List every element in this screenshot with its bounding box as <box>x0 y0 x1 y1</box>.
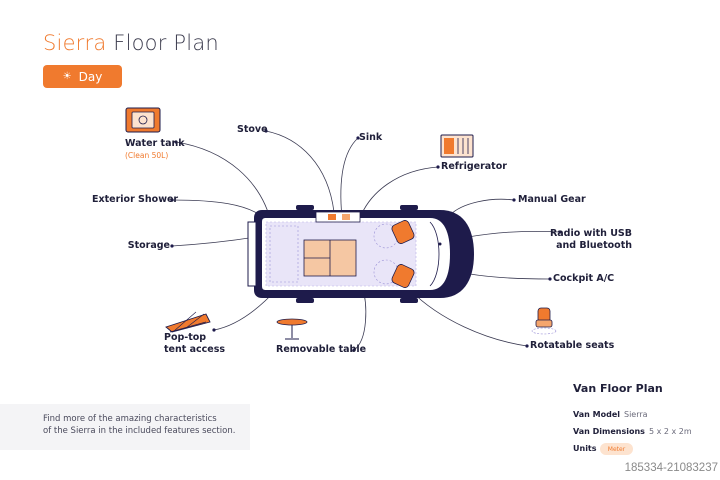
leader-cockpit-ac <box>469 273 551 280</box>
label-stove: Stove <box>237 124 268 135</box>
storage-area <box>269 225 299 283</box>
label-cockpit-ac: Cockpit A/C <box>553 273 615 284</box>
leader-sink <box>340 137 359 219</box>
info-line1: Find more of the amazing characteristics <box>43 414 217 424</box>
day-mode-label: Day <box>78 69 103 84</box>
specs-title: Van Floor Plan <box>573 382 663 395</box>
leader-rotatable-seats <box>409 289 528 347</box>
leader-radio <box>467 230 561 238</box>
leader-dots <box>170 129 562 352</box>
leader-manual-gear <box>449 198 515 216</box>
features-info-box: Find more of the amazing characteristics… <box>0 404 250 450</box>
removable-table-icon <box>276 318 308 340</box>
spec-dimensions-label: Van Dimensions <box>573 427 645 436</box>
water-tank-icon <box>125 107 161 133</box>
sun-icon: ☀ <box>62 70 72 82</box>
page-title: Sierra Floor Plan <box>43 31 219 55</box>
label-refrigerator: Refrigerator <box>441 161 507 172</box>
units-badge[interactable]: Meter <box>600 443 633 455</box>
label-rotatable-seats: Rotatable seats <box>530 340 615 351</box>
label-poptop: Pop-top tent access <box>164 332 225 356</box>
refrigerator-icon <box>440 134 474 158</box>
label-sink: Sink <box>359 132 383 143</box>
stove-burner <box>328 214 336 220</box>
label-exterior-shower: Exterior Shower <box>92 194 179 205</box>
title-accent: Sierra <box>43 31 107 55</box>
title-rest: Floor Plan <box>106 31 219 55</box>
spec-model-label: Van Model <box>573 410 620 419</box>
leader-lines <box>171 130 561 351</box>
label-poptop-line1: Pop-top <box>164 332 207 343</box>
leader-refrigerator <box>359 166 439 219</box>
leader-exterior-shower <box>171 199 261 216</box>
watermark: 185334-21083237 <box>624 462 718 474</box>
van-top-view <box>247 205 474 303</box>
label-radio: Radio with USB and Bluetooth <box>540 228 632 252</box>
label-radio-line1: Radio with USB <box>549 228 632 239</box>
rear-door <box>247 221 257 287</box>
spec-units-label: Units <box>573 444 597 453</box>
spec-dimensions-value: 5 x 2 x 2m <box>648 427 692 436</box>
rotatable-seat-icon <box>531 307 557 335</box>
label-radio-line2: and Bluetooth <box>556 240 632 251</box>
cockpit-seat-right <box>391 264 415 288</box>
label-water-tank: Water tank <box>125 138 185 149</box>
day-mode-button[interactable]: ☀ Day <box>43 65 122 88</box>
label-water-tank-sub: (Clean 50L) <box>125 151 169 160</box>
label-removable-table: Removable table <box>276 344 367 355</box>
label-manual-gear: Manual Gear <box>518 194 586 205</box>
pop-top-tent-icon <box>165 311 211 333</box>
sink-basin <box>342 214 350 220</box>
leader-stove <box>265 130 335 213</box>
info-line2: of the Sierra in the included features s… <box>43 426 236 436</box>
cockpit-seat-left <box>391 220 415 244</box>
label-poptop-line2: tent access <box>164 344 226 355</box>
spec-units: Units <box>573 444 597 453</box>
spec-model-value: Sierra <box>623 410 648 419</box>
label-storage: Storage <box>127 240 170 251</box>
